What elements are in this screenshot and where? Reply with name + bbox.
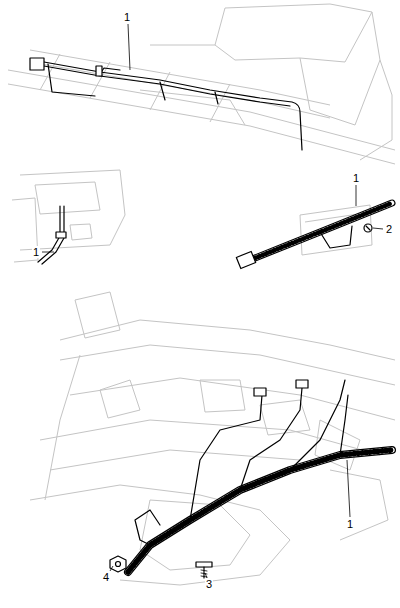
callout-number: 2 (385, 223, 393, 235)
callout-number: 1 (123, 11, 131, 23)
wiring-harness (30, 58, 392, 578)
vehicle-outline (8, 4, 395, 585)
leader-lines (42, 24, 383, 578)
callout-number: 1 (346, 518, 354, 530)
callout-number: 3 (205, 578, 213, 590)
callout-number: 1 (32, 246, 40, 258)
callout-number: 4 (102, 571, 110, 583)
callout-number: 1 (352, 172, 360, 184)
